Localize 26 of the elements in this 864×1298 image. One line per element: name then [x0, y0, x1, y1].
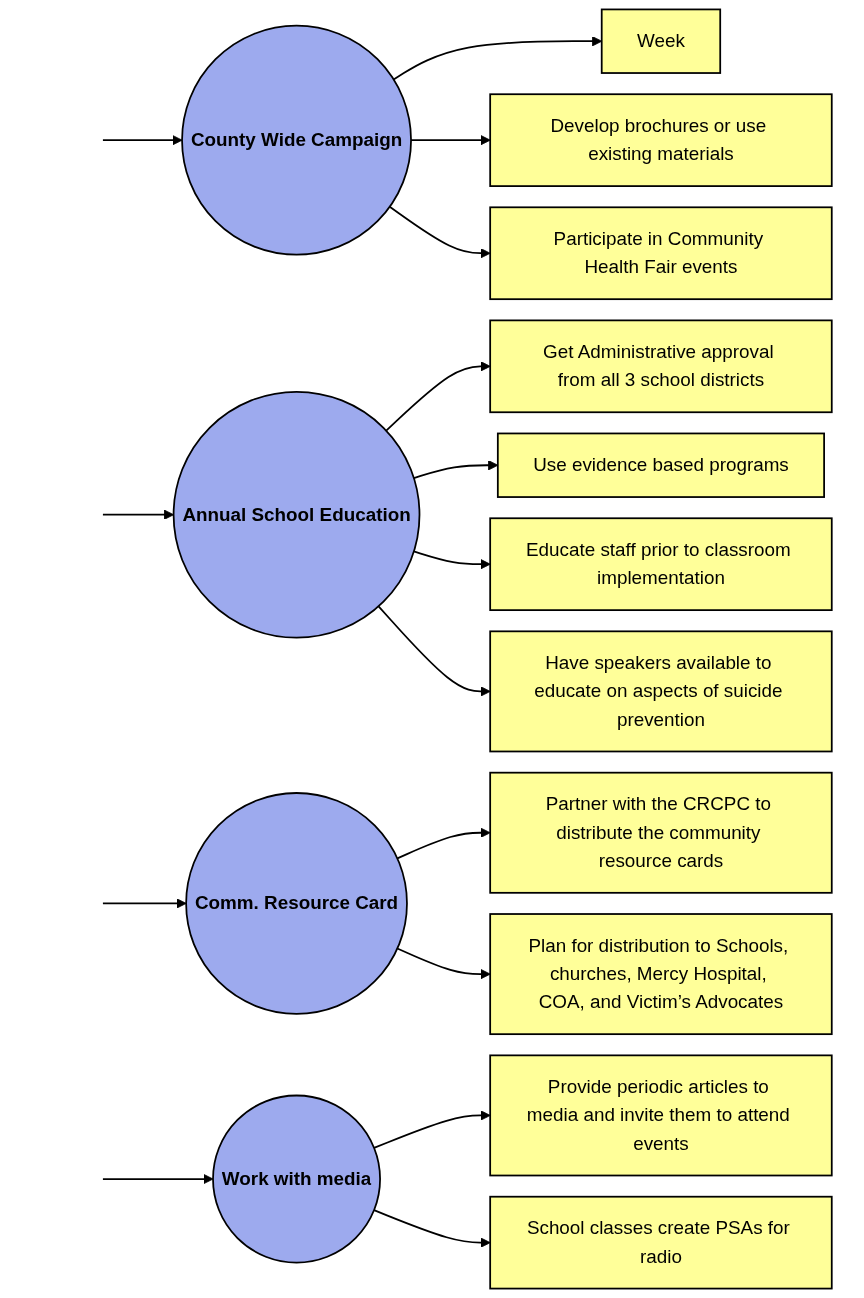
arrow	[102, 898, 187, 909]
arrow	[373, 1110, 491, 1149]
process-box: Develop brochures or use existing materials	[489, 93, 833, 187]
arrow	[377, 605, 491, 697]
arrow	[413, 550, 491, 570]
process-box: Provide periodic articles to media and invite them to attend events	[489, 1054, 833, 1177]
process-box: Plan for distribution to Schools, churches, Mercy Hospital, COA, and Victim’s Advocates	[489, 913, 833, 1036]
process-box: Have speakers available to educate on aspects of suicide prevention	[489, 630, 833, 753]
arrow	[396, 947, 491, 980]
circle-node: County Wide Campaign	[181, 24, 412, 256]
circle-node: Work with media	[212, 1094, 381, 1264]
arrow	[388, 205, 491, 259]
process-box: Educate staff prior to classroom implementation	[489, 517, 833, 611]
process-box: School classes create PSAs for radio	[489, 1195, 833, 1290]
process-box: Partner with the CRCPC to distribute the community resource cards	[489, 771, 833, 894]
arrow	[102, 135, 183, 146]
arrow	[102, 1173, 214, 1185]
process-box: Week	[600, 8, 722, 74]
circle-node: Comm. Resource Card	[185, 792, 408, 1015]
circle-node: Annual School Education	[172, 390, 421, 639]
arrow	[373, 1209, 491, 1248]
arrow	[396, 827, 491, 860]
process-box: Get Administrative approval from all 3 school districts	[489, 319, 833, 414]
process-box: Use evidence based programs	[496, 432, 825, 498]
arrow	[385, 361, 491, 432]
process-box: Participate in Community Health Fair events	[489, 206, 833, 301]
